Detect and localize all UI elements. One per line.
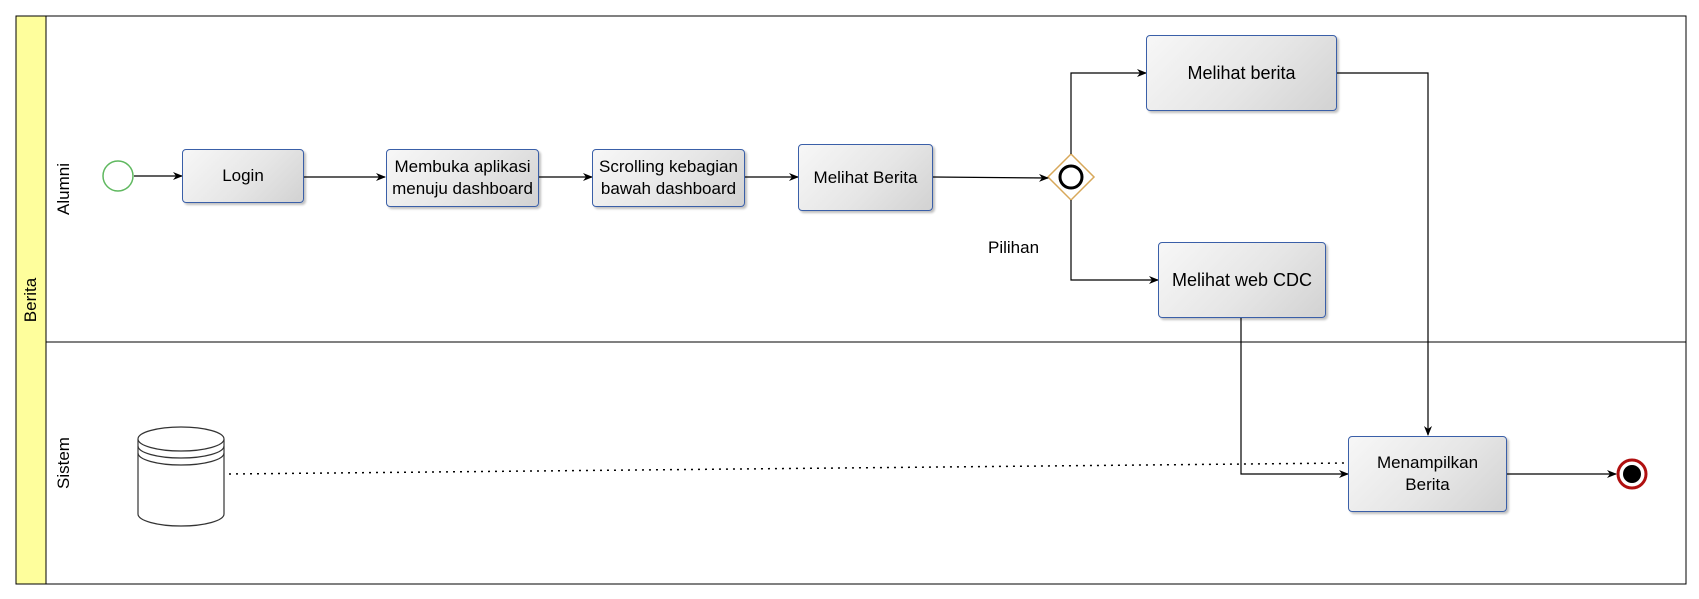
task-melihat-berita[interactable]: Melihat Berita	[798, 144, 933, 211]
data-association	[228, 462, 1349, 475]
gateway-label: Pilihan	[988, 238, 1040, 257]
flow-melihat-berita-menampilkan	[1337, 72, 1432, 436]
task-menampilkan-berita[interactable]: Menampilkan Berita	[1348, 436, 1507, 512]
pool-label: Berita	[21, 277, 40, 323]
start-event[interactable]	[102, 160, 134, 192]
flow-gateway-melihat-berita	[1070, 69, 1147, 154]
lane-label-sistem: Sistem	[54, 437, 73, 489]
event-based-gateway[interactable]	[1046, 152, 1096, 202]
flow-web-cdc-menampilkan	[1240, 318, 1349, 478]
task-melihat-web-cdc[interactable]: Melihat web CDC	[1158, 242, 1326, 318]
end-event[interactable]	[1616, 458, 1648, 490]
lane-label-alumni: Alumni	[54, 163, 73, 215]
task-membuka-aplikasi[interactable]: Membuka aplikasi menuju dashboard	[386, 149, 539, 207]
data-store-icon	[137, 426, 225, 527]
task-scrolling[interactable]: Scrolling kebagian bawah dashboard	[592, 149, 745, 207]
pool-header	[15, 15, 47, 585]
task-login[interactable]: Login	[182, 149, 304, 203]
task-melihat-berita-2[interactable]: Melihat berita	[1146, 35, 1337, 111]
flow-gateway-web-cdc	[1070, 200, 1159, 284]
flow-melihat-gateway	[932, 173, 1049, 182]
